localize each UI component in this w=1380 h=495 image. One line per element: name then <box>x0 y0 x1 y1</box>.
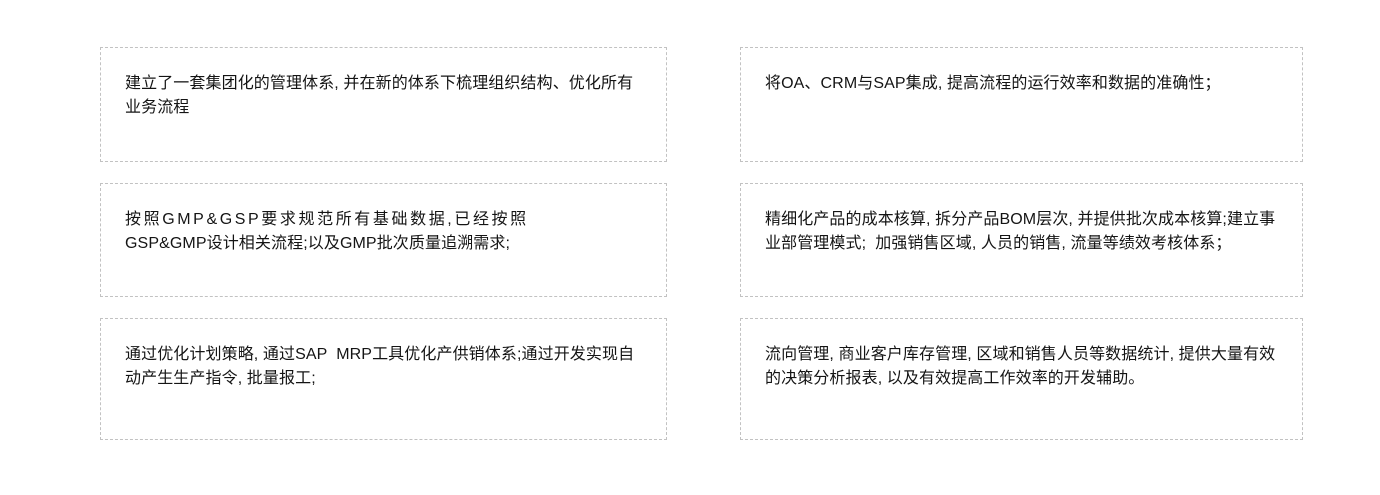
card-mrp-plan: 通过优化计划策略, 通过SAP MRP工具优化产供销体系;通过开发实现自动产生生… <box>100 318 667 440</box>
card-gmp-gsp: 按照GMP&GSP要求规范所有基础数据,已经按照 GSP&GMP设计相关流程;以及… <box>100 183 667 297</box>
card-oa-crm-sap: 将OA、CRM与SAP集成, 提高流程的运行效率和数据的准确性； <box>740 47 1303 162</box>
card-oa-crm-sap-text: 将OA、CRM与SAP集成, 提高流程的运行效率和数据的准确性； <box>765 75 1221 92</box>
card-gmp-gsp-line-2: GSP&GMP设计相关流程;以及GMP批次质量追溯需求; <box>125 235 511 252</box>
card-org-system-text: 建立了一套集团化的管理体系, 并在新的体系下梳理组织结构、优化所有业务流程 <box>125 75 634 116</box>
card-cost-accounting-text: 精细化产品的成本核算, 拆分产品BOM层次, 并提供批次成本核算;建立事业部管理… <box>765 211 1276 252</box>
card-grid: 建立了一套集团化的管理体系, 并在新的体系下梳理组织结构、优化所有业务流程 将O… <box>100 47 1303 440</box>
card-flow-analytics-text: 流向管理, 商业客户库存管理, 区域和销售人员等数据统计, 提供大量有效的决策分… <box>765 346 1276 387</box>
card-cost-accounting: 精细化产品的成本核算, 拆分产品BOM层次, 并提供批次成本核算;建立事业部管理… <box>740 183 1303 297</box>
card-mrp-plan-text: 通过优化计划策略, 通过SAP MRP工具优化产供销体系;通过开发实现自动产生生… <box>125 346 635 387</box>
card-flow-analytics: 流向管理, 商业客户库存管理, 区域和销售人员等数据统计, 提供大量有效的决策分… <box>740 318 1303 440</box>
card-org-system: 建立了一套集团化的管理体系, 并在新的体系下梳理组织结构、优化所有业务流程 <box>100 47 667 162</box>
card-gmp-gsp-line-1: 按照GMP&GSP要求规范所有基础数据,已经按照 <box>125 211 529 228</box>
card-gmp-gsp-text: 按照GMP&GSP要求规范所有基础数据,已经按照 GSP&GMP设计相关流程;以及… <box>125 208 644 256</box>
